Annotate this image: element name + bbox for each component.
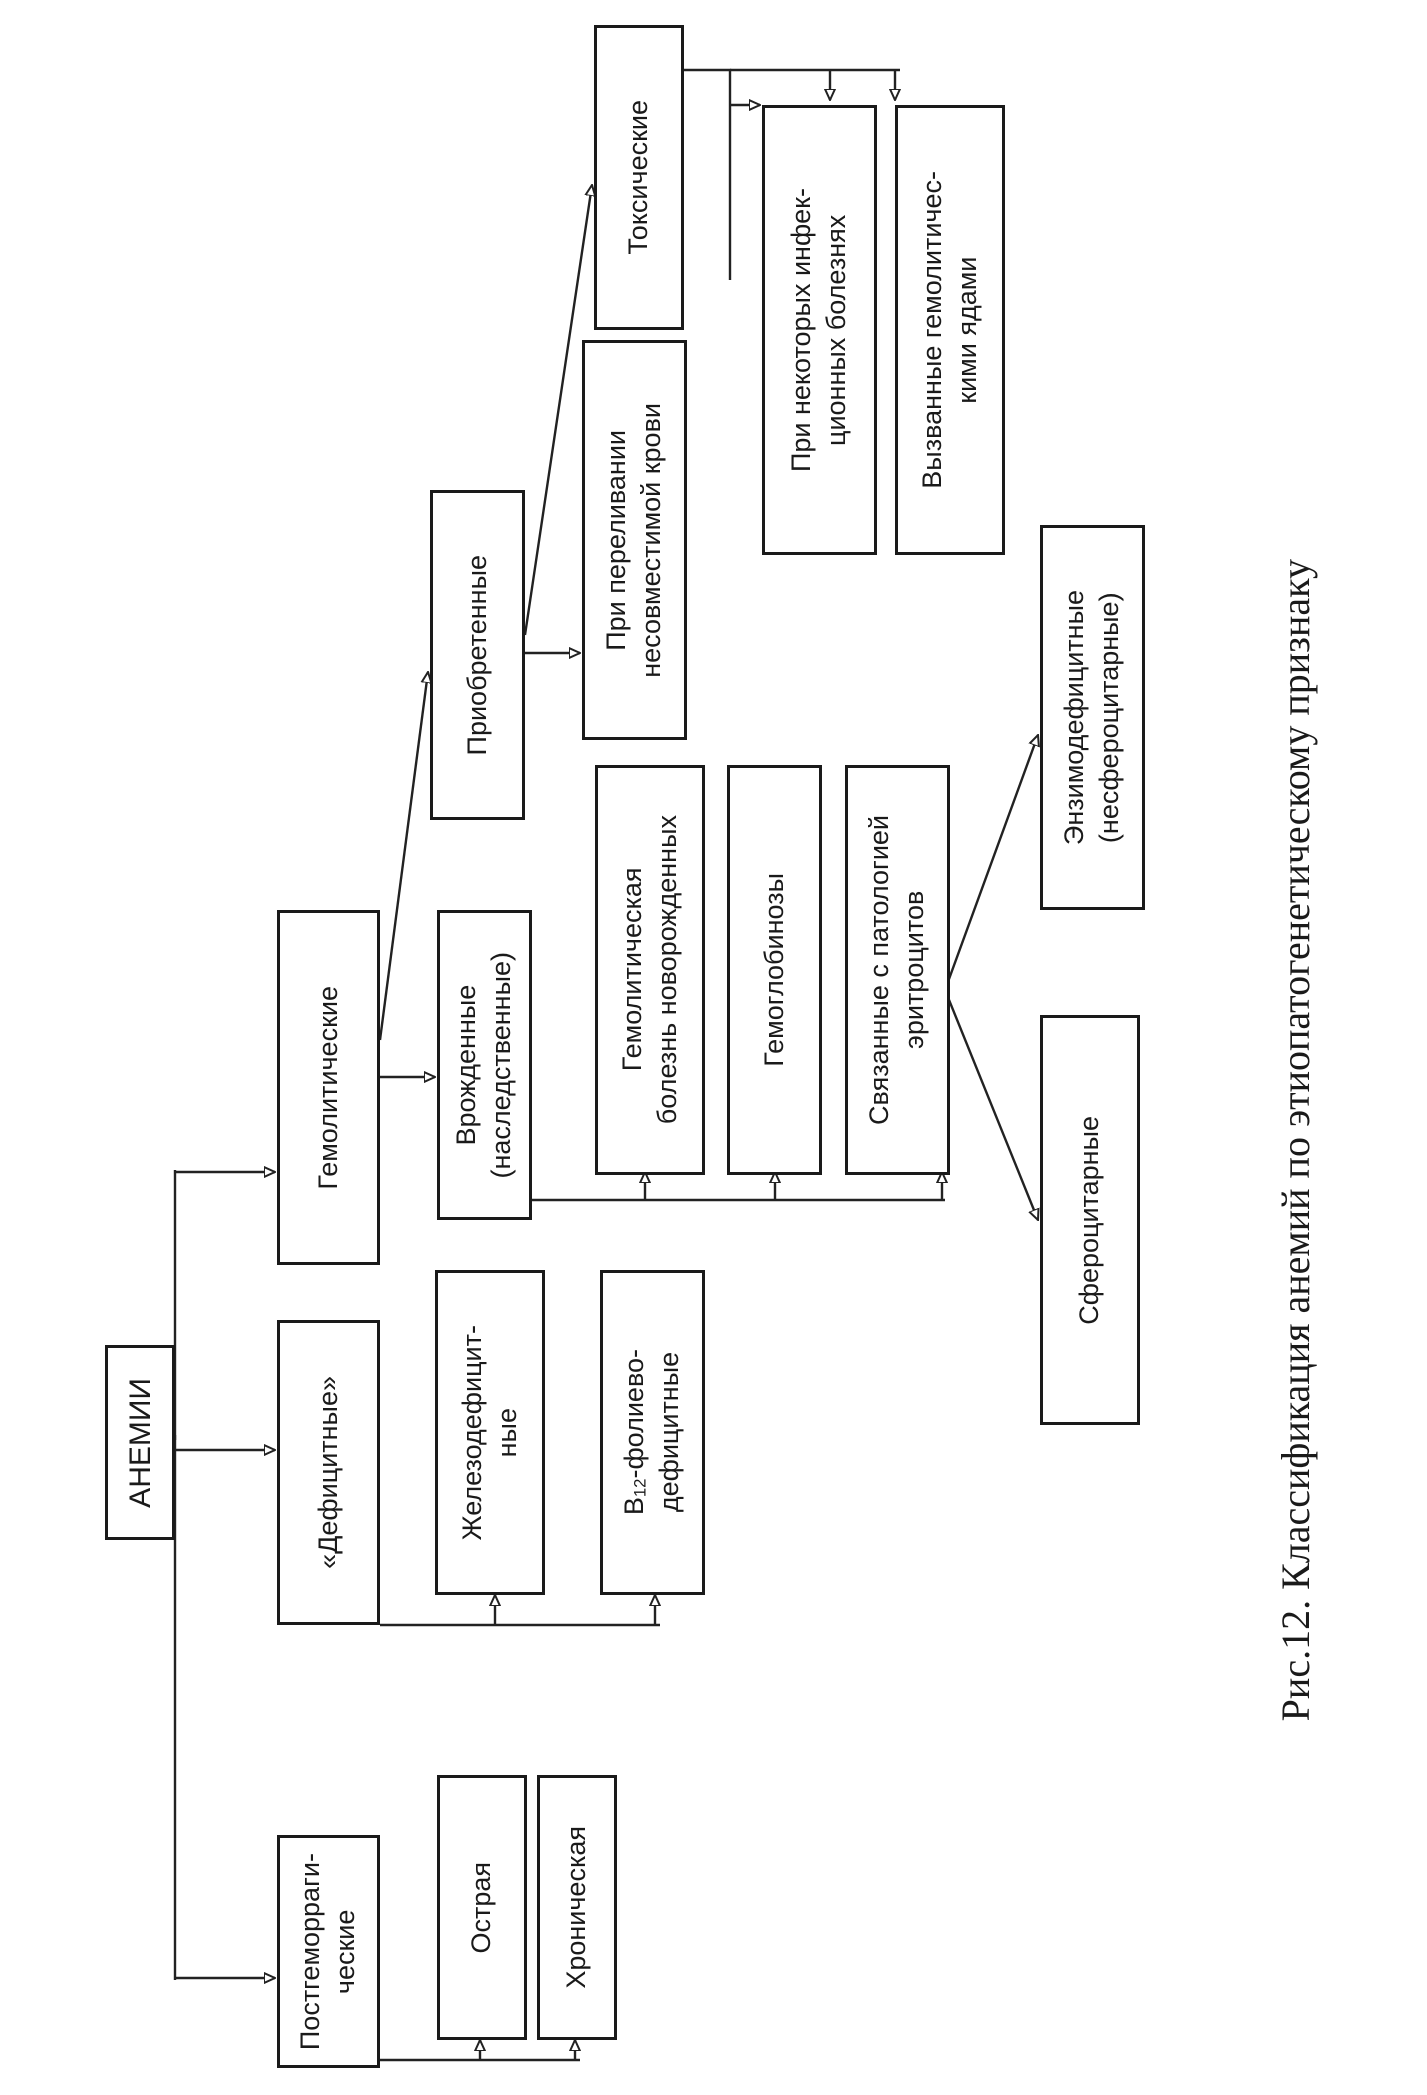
connector-erythrocyte-enzyme [943, 735, 1038, 991]
connector-acquired-toxic [523, 185, 592, 636]
node-posthemorrhagic: Постгеморраги- ческие [277, 1835, 380, 2068]
figure-caption-text: Рис.12. Классификация анемий по этиопато… [1272, 558, 1318, 1722]
node-hemoglobinoses-label: Гемоглобинозы [758, 873, 789, 1067]
node-acquired-label: Приобретенные [461, 554, 492, 756]
node-toxic: Токсические [594, 25, 684, 330]
node-deficient-label: «Дефицитные» [312, 1376, 343, 1569]
node-hemolytic-poisons-label: Вызванные гемолитичес- кими ядами [916, 171, 982, 489]
connector-erythrocyte-spherocytic [943, 989, 1038, 1220]
node-acute: Острая [437, 1775, 527, 2040]
node-hemolytic-newborn-label: Гемолитическая болезнь новорожденных [616, 815, 682, 1125]
node-iron-deficient-label: Железодефицит- ные [456, 1324, 522, 1541]
node-toxic-label: Токсические [623, 100, 654, 255]
node-deficient: «Дефицитные» [277, 1320, 380, 1625]
node-hemolytic: Гемолитические [277, 910, 380, 1265]
node-enzyme-deficient-label: Энзимодефицитные (несфероцитарные) [1059, 589, 1125, 846]
node-erythrocyte-pathology-label: Связанные с патологией эритроцитов [864, 815, 930, 1125]
b12-subscript: 12 [630, 1478, 650, 1498]
connector-hemolytic-acquired [378, 672, 428, 1041]
node-transfusion: При переливании несовместимой крови [582, 340, 687, 740]
node-anemias-label: АНЕМИИ [123, 1377, 157, 1508]
node-infectious-label: При некоторых инфек- ционных болезнях [786, 187, 852, 472]
node-iron-deficient: Железодефицит- ные [435, 1270, 545, 1595]
node-chronic-label: Хроническая [561, 1826, 592, 1989]
node-enzyme-deficient: Энзимодефицитные (несфероцитарные) [1040, 525, 1145, 910]
node-acquired: Приобретенные [430, 490, 525, 820]
node-erythrocyte-pathology: Связанные с патологией эритроцитов [845, 765, 950, 1175]
b12-rest: -фолиево- дефицитные [619, 1349, 685, 1513]
node-spherocytic: Сфероцитарные [1040, 1015, 1140, 1425]
node-congenital-label: Врожденные (наследственные) [451, 951, 517, 1179]
node-anemias: АНЕМИИ [105, 1345, 175, 1540]
node-infectious: При некоторых инфек- ционных болезнях [762, 105, 877, 555]
b12-letter: B [619, 1497, 650, 1516]
node-hemolytic-newborn: Гемолитическая болезнь новорожденных [595, 765, 705, 1175]
node-hemoglobinoses: Гемоглобинозы [727, 765, 822, 1175]
node-b12-folate-deficient: B12-фолиево- дефицитные [600, 1270, 705, 1595]
figure-caption: Рис.12. Классификация анемий по этиопато… [1245, 340, 1345, 1940]
node-chronic: Хроническая [537, 1775, 617, 2040]
node-spherocytic-label: Сфероцитарные [1074, 1115, 1105, 1325]
node-congenital: Врожденные (наследственные) [437, 910, 532, 1220]
node-hemolytic-label: Гемолитические [312, 985, 343, 1190]
connector-toxic-bus [680, 68, 732, 280]
node-acute-label: Острая [466, 1861, 497, 1954]
node-transfusion-label: При переливании несовместимой крови [601, 402, 667, 678]
node-b12-folate-deficient-label: B12-фолиево- дефицитные [617, 1349, 687, 1515]
node-hemolytic-poisons: Вызванные гемолитичес- кими ядами [895, 105, 1005, 555]
node-posthemorrhagic-label: Постгеморраги- ческие [295, 1852, 361, 2051]
